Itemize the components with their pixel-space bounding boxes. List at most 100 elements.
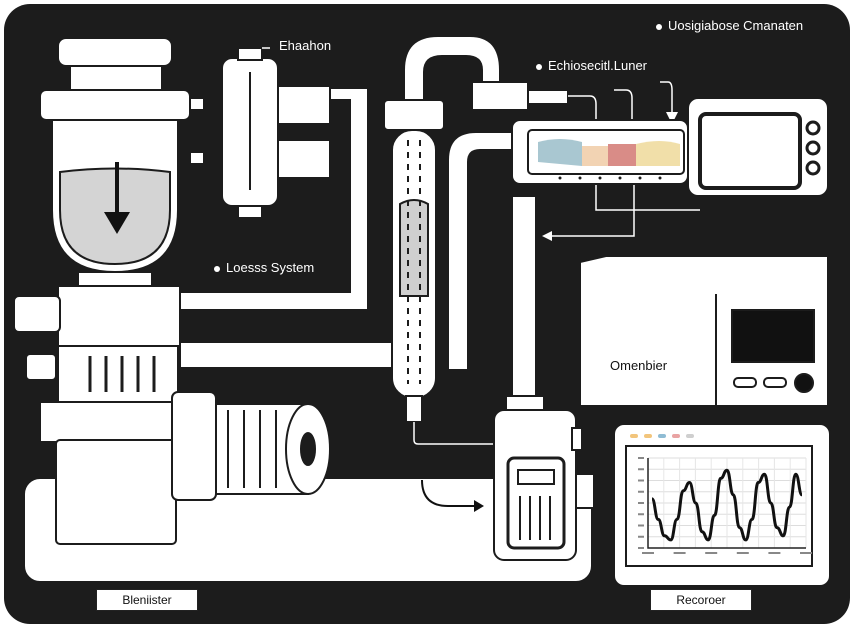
motor-fins <box>227 410 277 488</box>
y-tick-mark <box>638 513 644 516</box>
y-tick-mark <box>638 502 644 504</box>
y-tick-mark <box>638 479 644 482</box>
lead <box>568 95 597 120</box>
echo-sensor-tip <box>527 89 569 105</box>
recorder-plot-frame <box>625 445 813 567</box>
recorder-legend <box>630 434 694 438</box>
lead <box>614 89 633 120</box>
ehaahon-cap <box>237 47 263 61</box>
band-red <box>608 144 636 166</box>
ehaahon-port-lower <box>277 139 331 179</box>
dot <box>658 176 662 180</box>
legend-swatch <box>644 434 652 438</box>
tank-assembly <box>13 37 205 545</box>
tank-pedestal <box>55 439 177 545</box>
monitor-knob[interactable] <box>805 140 821 156</box>
legend-swatch <box>658 434 666 438</box>
top-right-label: Uosigiabose Cmanaten <box>656 18 803 33</box>
ehaahon-unit <box>221 47 331 219</box>
analyzer-dots <box>558 176 662 180</box>
y-tick-mark <box>638 535 644 538</box>
lead <box>660 81 673 120</box>
inlet-arrow-head <box>474 500 484 512</box>
column-fill <box>399 199 429 297</box>
motor-housing <box>171 391 217 501</box>
y-tick-mark <box>638 547 644 549</box>
pump-side-tab <box>571 427 583 451</box>
pump-display <box>517 469 555 485</box>
monitor-knob[interactable] <box>805 160 821 176</box>
system-label: Loesss System <box>214 260 314 275</box>
x-tick-mark <box>705 552 718 554</box>
legend-swatch <box>686 434 694 438</box>
lower-pipe <box>179 341 401 369</box>
tank-lid-top <box>57 37 173 67</box>
dot <box>558 176 562 180</box>
omenbier-button[interactable] <box>763 377 787 388</box>
motor-shaft <box>300 432 316 466</box>
tank-base-ring <box>77 271 153 287</box>
echo-sensor-connector <box>471 81 529 111</box>
dot <box>618 176 622 180</box>
plot-axes <box>647 458 806 549</box>
side-knob <box>25 353 57 381</box>
tank-ribs <box>88 356 156 392</box>
lead <box>595 180 700 211</box>
tank-down-arrow <box>104 162 130 234</box>
x-tick-mark <box>736 552 749 554</box>
tank-collar <box>39 89 191 121</box>
signal-wire <box>413 422 500 445</box>
tank-valve-top <box>189 97 205 111</box>
dot <box>578 176 582 180</box>
return-lead <box>548 180 635 237</box>
x-tick-mark <box>768 552 781 554</box>
recorder-grid <box>638 457 812 554</box>
x-tick-mark <box>673 552 686 554</box>
legend-swatch <box>630 434 638 438</box>
column-outlet <box>405 395 423 423</box>
tank-valve-bottom <box>189 151 205 165</box>
y-tick-mark <box>638 468 644 471</box>
legend-swatch <box>672 434 680 438</box>
omenbier-screen <box>731 309 815 363</box>
separation-column <box>383 99 445 423</box>
tank-body-lower <box>57 345 179 407</box>
lead-arrow-head <box>666 112 678 124</box>
y-tick-mark <box>638 524 644 527</box>
blenister-caption: Bleniister <box>96 589 198 611</box>
monitor-device <box>687 97 829 197</box>
flow-arrow-head <box>104 212 130 234</box>
echo-label: Echiosecitl.Luner <box>536 58 647 73</box>
tank-mount <box>57 285 181 347</box>
omenbier-label: Omenbier <box>610 358 668 373</box>
omenbier-unit <box>579 255 829 407</box>
pump-side-port <box>575 473 595 509</box>
band-peach <box>582 146 608 166</box>
recoroer-caption: Recoroer <box>650 589 752 611</box>
pump-slots <box>519 496 551 540</box>
side-flange <box>13 295 61 333</box>
column-dashes <box>407 140 421 384</box>
monitor-screen <box>698 112 802 190</box>
return-arrow-head <box>542 231 552 241</box>
tank-footing <box>39 401 181 443</box>
omenbier-button[interactable] <box>733 377 757 388</box>
omenbier-case <box>579 255 829 407</box>
y-tick-mark <box>638 490 644 493</box>
ehaahon-foot <box>237 205 263 219</box>
monitor-knob[interactable] <box>805 120 821 136</box>
pump-feed-pipe <box>511 195 537 407</box>
band-display <box>538 139 680 166</box>
inlet-arrow-path <box>421 479 474 507</box>
ehaahon-label: Ehaahon <box>279 38 332 53</box>
dot <box>598 176 602 180</box>
ehaahon-port-upper <box>277 85 331 125</box>
tank-neck <box>69 65 163 91</box>
omenbier-dial[interactable] <box>794 373 814 393</box>
column-top-cap <box>383 99 445 131</box>
motor <box>171 391 331 501</box>
x-tick-mark <box>642 552 654 554</box>
sensor-leads <box>548 81 700 237</box>
echo-sensor <box>471 81 569 111</box>
